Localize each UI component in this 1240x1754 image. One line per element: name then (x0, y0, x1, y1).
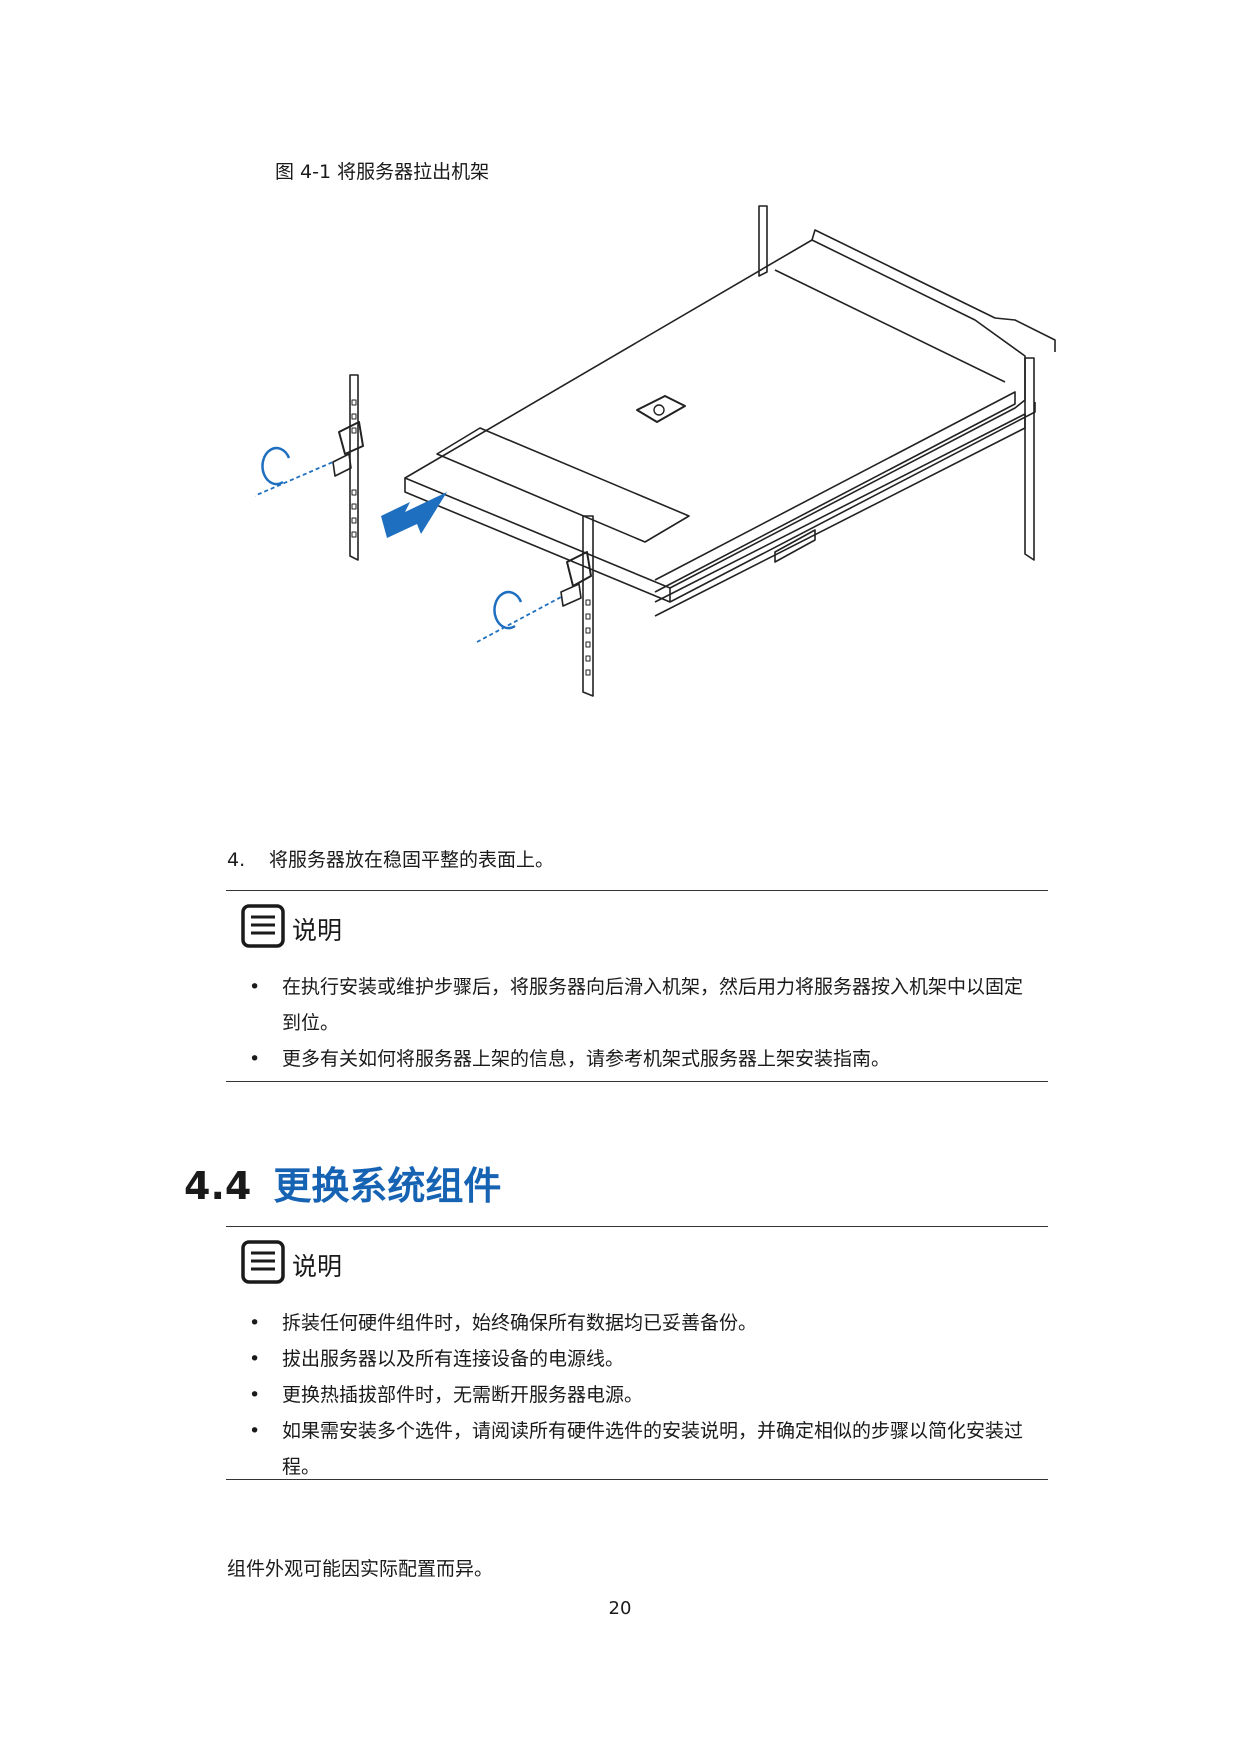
section-number: 4.4 (184, 1164, 252, 1208)
page-number: 20 (608, 1598, 632, 1619)
front-bezel (436, 427, 690, 543)
rotate-arrow-left (261, 446, 291, 486)
note-list: •拆装任何硬件组件时，始终确保所有数据均已妥善备份。 •拔出服务器以及所有连接设… (238, 1305, 1038, 1485)
section-heading: 4.4 更换系统组件 (184, 1155, 501, 1210)
server-side (669, 402, 1036, 603)
list-item: •如果需安装多个选件，请阅读所有硬件选件的安装说明，并确定相似的步骤以简化安装过… (249, 1420, 1024, 1478)
step-text: 将服务器放在稳固平整的表面上。 (269, 849, 555, 871)
body-paragraph: 组件外观可能因实际配置而异。 (227, 1558, 494, 1580)
ear-bracket-right (566, 551, 592, 587)
list-item: •在执行安装或维护步骤后，将服务器向后滑入机架，然后用力将服务器按入机架中以固定… (249, 976, 1024, 1034)
pull-arrow (381, 492, 447, 538)
rack-post-front-left (349, 374, 359, 561)
rack-post-front-right (582, 515, 594, 697)
note-title: 说明 (292, 1252, 343, 1281)
note-icon (241, 904, 285, 948)
list-item: •拆装任何硬件组件时，始终确保所有数据均已妥善备份。 (249, 1312, 758, 1334)
note-list: •在执行安装或维护步骤后，将服务器向后滑入机架，然后用力将服务器按入机架中以固定… (238, 969, 1038, 1077)
server-latch (636, 395, 686, 423)
step-number: 4. (227, 849, 246, 871)
list-item: •拔出服务器以及所有连接设备的电源线。 (249, 1348, 625, 1370)
server-rack-illustration (255, 205, 1056, 697)
slide-rail-lower (654, 413, 1026, 617)
note-icon (241, 1240, 285, 1284)
server-top (404, 239, 1026, 589)
note-header: 说明 (240, 1233, 342, 1285)
note-header: 说明 (240, 897, 342, 949)
figure-caption: 图 4-1 将服务器拉出机架 (275, 161, 490, 183)
list-item: •更多有关如何将服务器上架的信息，请参考机架式服务器上架安装指南。 (249, 1048, 891, 1070)
rotate-arrow-right (493, 590, 523, 630)
note-title: 说明 (292, 916, 343, 945)
rack-post-back-left (758, 205, 768, 277)
step-4: 4. 将服务器放在稳固平整的表面上。 (227, 845, 554, 872)
ear-bracket-left (338, 421, 364, 455)
slide-rail-upper (654, 391, 1016, 593)
rack-post-back-right (1024, 357, 1035, 561)
section-title: 更换系统组件 (273, 1164, 502, 1208)
note-box-2: 说明 •拆装任何硬件组件时，始终确保所有数据均已妥善备份。 •拔出服务器以及所有… (226, 1226, 1048, 1480)
note-box-1: 说明 •在执行安装或维护步骤后，将服务器向后滑入机架，然后用力将服务器按入机架中… (226, 890, 1048, 1082)
list-item: •更换热插拔部件时，无需断开服务器电源。 (249, 1384, 644, 1406)
